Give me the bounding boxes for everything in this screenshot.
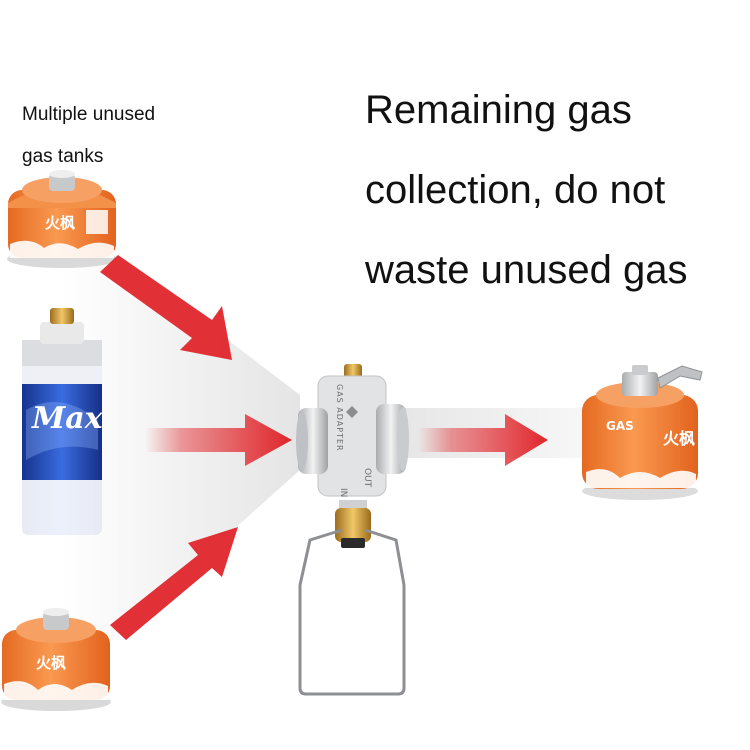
arrow-middle [145,414,292,466]
headline-line-3: waste unused gas [365,248,688,292]
adapter-label: GAS ADAPTER [335,384,344,452]
orange-gas-tank-bottom: 火枫 [1,608,111,711]
orange-tank-brand: 火枫 [45,214,75,232]
orange-tank-brand-bottom: 火枫 [36,654,66,672]
blue-butane-can: Max [22,308,104,535]
orange-gas-tank-right: GAS 火枫 [582,365,703,500]
adapter-in-label: IN [338,488,348,497]
tanks-caption-line-2: gas tanks [22,146,104,167]
headline-line-2: collection, do not [365,168,666,212]
headline: Remaining gas collection, do not waste u… [365,70,687,310]
right-tank-gas-label: GAS [606,419,634,433]
arrow-bottom-diagonal [110,527,238,640]
blue-can-brand: Max [31,401,104,436]
gas-adapter: GAS ADAPTER OUT IN [296,364,409,548]
adapter-wire-handle [298,528,406,696]
arrow-right-output [418,414,548,466]
arrow-top-diagonal [100,255,232,360]
adapter-out-label: OUT [362,468,372,488]
right-tank-brand: 火枫 [663,429,695,448]
tanks-caption: Multiple unused gas tanks [22,94,155,178]
headline-line-1: Remaining gas [365,88,632,132]
orange-gas-tank-top: 火枫 [7,170,117,268]
tanks-caption-line-1: Multiple unused [22,104,156,125]
